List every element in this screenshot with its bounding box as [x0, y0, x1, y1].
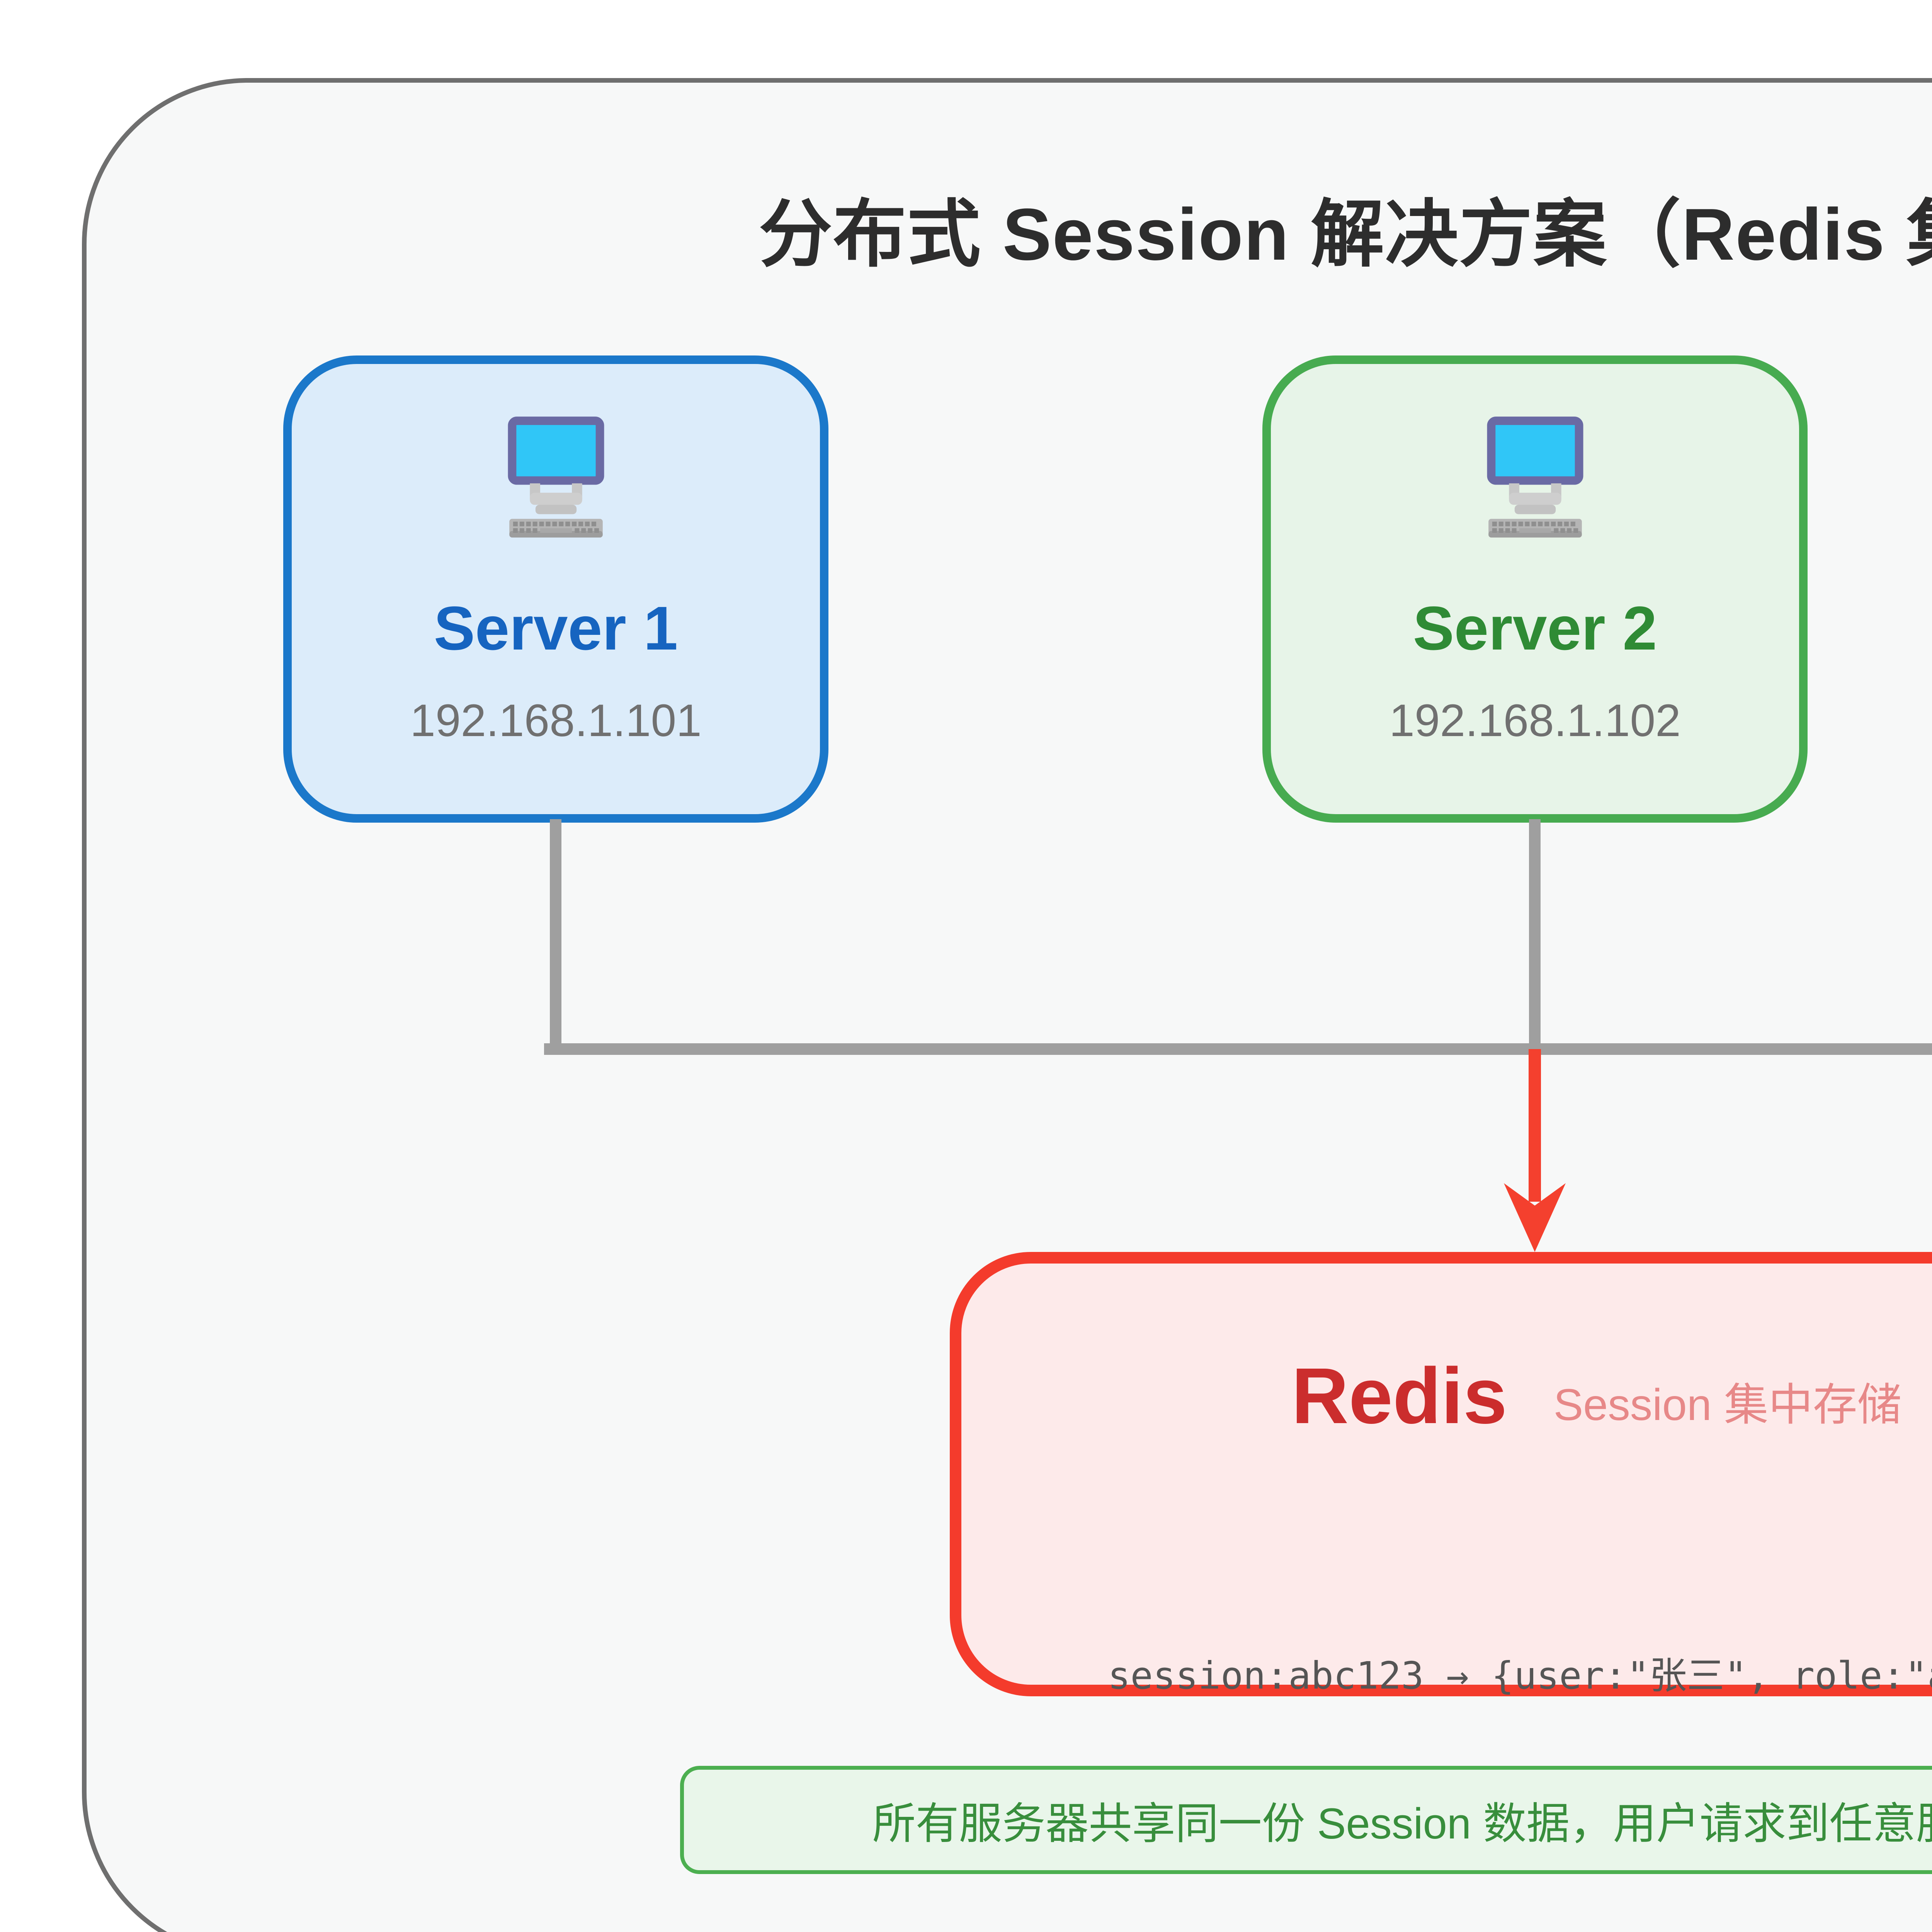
- server-ip: 192.168.1.102: [1389, 695, 1681, 746]
- redis-title: Redis: [1291, 1352, 1507, 1440]
- connector-server1-line: [550, 819, 561, 1049]
- arrow-to-redis-shaft: [1529, 1049, 1541, 1202]
- diagram-title: 分布式 Session 解决方案（Redis 集中存储）: [759, 194, 1932, 276]
- connector-server2-line: [1529, 819, 1541, 1049]
- server-name: Server 1: [434, 594, 678, 663]
- server-name: Server 2: [1413, 594, 1657, 663]
- redis-node: Redis Session 集中存储 session:abc123 → {use…: [950, 1252, 1932, 1871]
- server-2-node: Server 2 192.168.1.102: [1262, 355, 1808, 823]
- connector-bus-line: [544, 1043, 1932, 1055]
- server-ip: 192.168.1.101: [410, 695, 702, 746]
- session-entry: session:abc123 → {user:"张三", role:"admin…: [1108, 1654, 1932, 1697]
- server-1-node: Server 1 192.168.1.101: [283, 355, 828, 823]
- summary-note: 所有服务器共享同一份 Session 数据，用户请求到任意服务器都能识别: [680, 1766, 1932, 1874]
- computer-icon: [508, 417, 604, 538]
- arrow-to-redis-head: [1504, 1183, 1566, 1252]
- redis-title-row: Redis Session 集中存储: [1291, 1354, 1901, 1450]
- computer-icon: [1487, 417, 1583, 538]
- redis-subtitle: Session 集中存储: [1553, 1380, 1902, 1430]
